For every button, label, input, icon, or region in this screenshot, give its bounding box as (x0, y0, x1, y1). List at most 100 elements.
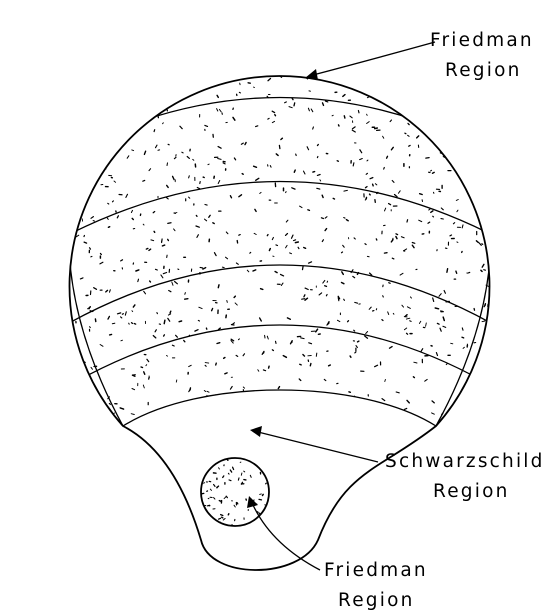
latitude-band (30, 325, 530, 410)
stipple-mark (269, 475, 270, 476)
stipple-mark (483, 124, 486, 125)
stipple-mark (317, 157, 318, 158)
stipple-mark (168, 144, 169, 145)
stipple-mark (304, 248, 306, 249)
stipple-mark (393, 313, 394, 314)
stipple-mark (239, 235, 240, 236)
stipple-mark (428, 222, 430, 223)
stipple-mark (204, 391, 205, 392)
stipple-mark (218, 159, 221, 160)
stipple-mark (369, 307, 371, 309)
stipple-mark (276, 245, 278, 246)
meridian-left (69, 14, 155, 426)
stipple-mark (263, 395, 266, 396)
stipple-mark (106, 290, 108, 292)
stipple-mark (327, 323, 329, 325)
stipple-mark (117, 216, 118, 218)
stipple-mark (100, 262, 103, 264)
stipple-mark (109, 403, 110, 404)
stipple-mark (107, 140, 108, 143)
stipple-mark (483, 187, 484, 188)
stipple-mark (385, 208, 386, 211)
stipple-mark (174, 229, 175, 231)
stipple-mark (187, 157, 189, 159)
stipple-mark (90, 327, 91, 328)
stipple-mark (75, 171, 77, 172)
stipple-mark (243, 354, 244, 356)
stipple-mark (319, 31, 321, 32)
stipple-mark (278, 399, 279, 401)
stipple-mark (413, 377, 414, 378)
stipple-mark (132, 311, 133, 312)
stipple-mark (227, 460, 228, 461)
stipple-mark (241, 473, 242, 475)
stipple-mark (296, 154, 297, 155)
stipple-mark (474, 395, 477, 396)
stipple-mark (101, 254, 102, 255)
stipple-mark (143, 88, 145, 89)
stipple-mark (245, 62, 246, 65)
stipple-mark (305, 288, 308, 289)
stipple-mark (303, 25, 304, 27)
stipple-mark (137, 76, 138, 77)
stipple-mark (201, 39, 202, 40)
stipple-mark (129, 82, 131, 83)
stipple-mark (408, 123, 409, 124)
stipple-mark (349, 30, 350, 32)
stipple-mark (401, 421, 403, 422)
stipple-mark (447, 269, 448, 273)
stipple-mark (218, 459, 219, 461)
stipple-mark (221, 515, 223, 516)
stipple-mark (237, 503, 238, 504)
stipple-mark (254, 525, 255, 526)
stipple-mark (321, 218, 323, 219)
stipple-mark (309, 262, 312, 263)
stipple-mark (484, 202, 486, 203)
stipple-mark (359, 27, 361, 28)
stipple-mark (346, 220, 348, 221)
stipple-mark (132, 323, 133, 324)
stipple-mark (251, 72, 254, 73)
stipple-mark (256, 126, 258, 127)
stipple-mark (360, 159, 363, 160)
stipple-mark (412, 245, 414, 248)
stipple-mark (205, 125, 208, 126)
stipple-mark (396, 237, 397, 239)
stipple-mark (320, 180, 321, 181)
stipple-mark (223, 476, 224, 478)
stipple-mark (196, 215, 197, 216)
stipple-mark (365, 244, 366, 245)
stipple-mark (217, 486, 219, 488)
stipple-mark (466, 108, 467, 111)
stipple-mark (433, 298, 434, 301)
stipple-mark (263, 494, 264, 495)
stipple-mark (243, 387, 244, 388)
stipple-mark (266, 483, 267, 484)
stipple-mark (139, 15, 140, 16)
stipple-mark (106, 65, 107, 66)
stipple-mark (195, 48, 196, 51)
stipple-mark (215, 522, 216, 523)
stipple-mark (118, 86, 120, 87)
label-friedman-bottom-2: Region (338, 590, 415, 611)
stipple-mark (134, 324, 136, 325)
stipple-mark (123, 89, 126, 91)
stipple-mark (210, 396, 211, 399)
stipple-mark (261, 289, 263, 290)
stipple-mark (180, 26, 181, 28)
stipple-mark (394, 94, 395, 96)
stipple-mark (419, 220, 422, 221)
stipple-mark (375, 184, 376, 185)
stipple-mark (420, 89, 423, 91)
stipple-mark (174, 157, 176, 158)
stipple-mark (266, 464, 267, 465)
stipple-mark (344, 116, 345, 118)
stipple-mark (157, 95, 159, 97)
stipple-mark (141, 74, 143, 75)
stipple-mark (111, 135, 113, 136)
stipple-mark (177, 56, 180, 57)
stipple-mark (113, 201, 114, 202)
stipple-mark (392, 181, 394, 183)
stipple-mark (367, 409, 368, 411)
stipple-mark (291, 66, 293, 67)
